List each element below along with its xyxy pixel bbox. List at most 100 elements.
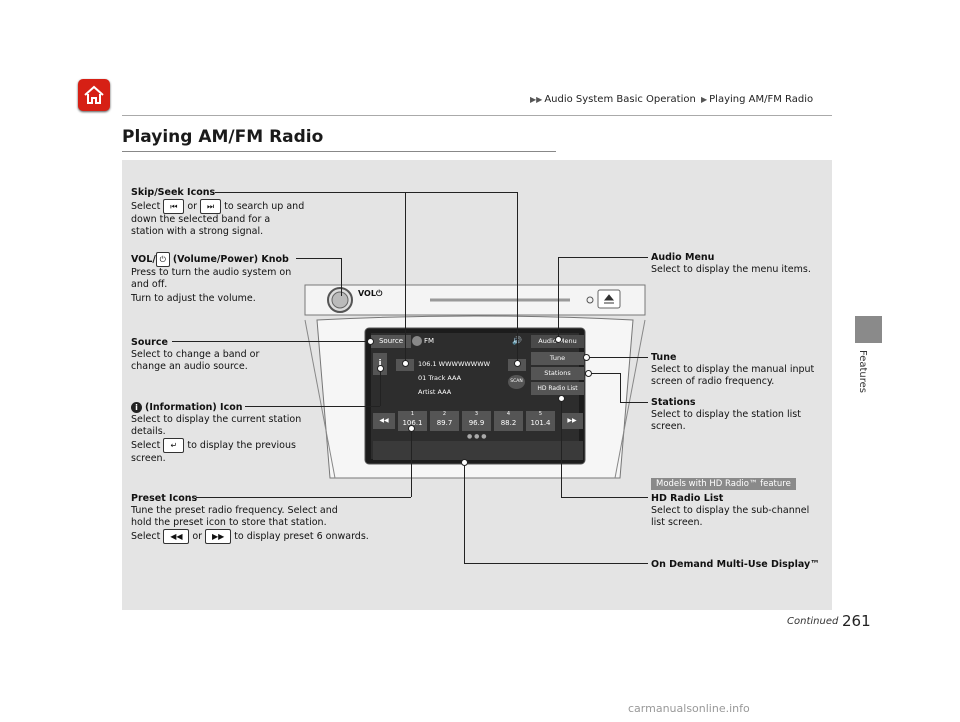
vol-text: Press to turn the audio system on <box>131 267 292 278</box>
skip-back-icon: ⏮ <box>163 199 185 214</box>
hd-radio-list-button[interactable]: HD Radio List <box>531 382 584 395</box>
tune-desc: Tune Select to display the manual input … <box>651 352 831 388</box>
vol-text: and off. <box>131 279 168 290</box>
station-name: 106.1 WWWWWWWW <box>418 360 491 368</box>
watermark: carmanualsonline.info <box>628 702 750 715</box>
leader-line <box>464 462 465 563</box>
breadcrumb: ▶▶Audio System Basic Operation ▶Playing … <box>530 94 814 105</box>
power-icon: ⏻ <box>155 252 170 267</box>
breadcrumb-level1[interactable]: Audio System Basic Operation <box>544 94 696 105</box>
section-tab[interactable] <box>855 316 882 343</box>
preset-frequency: 96.9 <box>468 419 485 427</box>
skip-seek-title: Skip/Seek Icons <box>131 187 216 198</box>
preset-frequency: 101.4 <box>530 419 551 427</box>
skip-seek-text: down the selected band for a <box>131 214 271 225</box>
section-label: Features <box>857 350 868 393</box>
stations-text: Select to display the station list <box>651 409 801 420</box>
info-text: Select <box>131 440 161 451</box>
leader-dot <box>367 338 374 345</box>
leader-line <box>196 497 411 498</box>
preset-button[interactable]: 1 106.1 <box>398 411 427 431</box>
info-text: screen. <box>131 453 166 464</box>
preset-number: 3 <box>474 411 479 417</box>
info-text: to display the previous <box>187 440 296 451</box>
track-name: 01 Track AAA <box>418 374 462 382</box>
leader-line <box>464 563 648 564</box>
preset-number: 2 <box>442 411 447 417</box>
breadcrumb-level2[interactable]: Playing AM/FM Radio <box>709 94 814 105</box>
info-icon-desc: i (Information) Icon Select to display t… <box>131 402 321 465</box>
stations-button[interactable]: Stations <box>531 367 584 380</box>
leader-dot <box>377 365 384 372</box>
leader-line <box>558 257 648 258</box>
preset-title: Preset Icons <box>131 493 198 504</box>
leader-line <box>558 257 559 339</box>
stations-text: screen. <box>651 421 686 432</box>
audio-menu-title: Audio Menu <box>651 252 715 263</box>
preset-text: Select <box>131 531 161 542</box>
preset-text: or <box>192 531 203 542</box>
leader-dot <box>558 395 565 402</box>
source-button[interactable]: Source <box>371 335 411 348</box>
preset-text: Tune the preset radio frequency. Select … <box>131 505 338 516</box>
leader-line <box>620 373 621 402</box>
hd-list-text: list screen. <box>651 517 703 528</box>
home-button[interactable] <box>78 79 110 111</box>
on-demand-display[interactable] <box>373 441 583 460</box>
leader-dot <box>555 336 562 343</box>
vol-title: VOL/ <box>131 254 156 265</box>
header-rule <box>122 115 832 116</box>
leader-line <box>172 341 370 342</box>
preset-button[interactable]: 5 101.4 <box>526 411 555 431</box>
volume-icon: 🔊 <box>512 336 522 345</box>
leader-line <box>586 357 648 358</box>
leader-line <box>296 258 341 259</box>
stations-title: Stations <box>651 397 696 408</box>
on-demand-title: On Demand Multi-Use Display™ <box>651 559 820 570</box>
tune-text: Select to display the manual input <box>651 364 815 375</box>
leader-dot <box>514 360 521 367</box>
audio-menu-text: Select to display the menu items. <box>651 264 811 275</box>
source-text: Select to change a band or <box>131 349 260 360</box>
preset-number: 1 <box>410 411 415 417</box>
leader-line <box>215 192 517 193</box>
leader-line <box>341 258 342 296</box>
info-icon: i <box>131 402 142 413</box>
vol-knob-label: VOL⏻ <box>358 289 383 298</box>
stations-desc: Stations Select to display the station l… <box>651 397 831 433</box>
info-title: (Information) Icon <box>145 402 243 413</box>
skip-forward-icon: ⏭ <box>200 199 222 214</box>
band-label: FM <box>424 337 435 345</box>
on-demand-desc: On Demand Multi-Use Display™ <box>651 559 831 571</box>
artist-name: Artist AAA <box>418 388 452 396</box>
skip-seek-text: station with a strong signal. <box>131 226 264 237</box>
skip-seek-text: or <box>187 201 198 212</box>
page-number: 261 <box>842 612 871 630</box>
hd-models-tag: Models with HD Radio™ feature <box>651 478 796 490</box>
hd-list-title: HD Radio List <box>651 493 724 504</box>
leader-line <box>588 373 620 374</box>
leader-dot <box>461 459 468 466</box>
preset-text: hold the preset icon to store that stati… <box>131 517 327 528</box>
preset-number: 5 <box>538 411 543 417</box>
scan-button[interactable]: SCAN <box>508 375 525 389</box>
preset-frequency: 88.2 <box>500 419 517 427</box>
source-title: Source <box>131 337 168 348</box>
leader-line <box>405 192 406 362</box>
preset-text: to display preset 6 onwards. <box>234 531 369 542</box>
hd-list-text: Select to display the sub-channel <box>651 505 810 516</box>
skip-seek-label: Skip/Seek Icons Select ⏮ or ⏭ to search … <box>131 187 331 238</box>
tune-button[interactable]: Tune <box>531 352 584 365</box>
preset-frequency: 106.1 <box>402 419 423 427</box>
preset-prev-button[interactable]: ◀◀ <box>373 413 395 429</box>
leader-dot <box>583 354 590 361</box>
preset-next-button[interactable]: ▶▶ <box>561 413 583 429</box>
tune-title: Tune <box>651 352 677 363</box>
home-icon <box>84 85 104 104</box>
source-desc: Source Select to change a band or change… <box>131 337 301 373</box>
vol-text: Turn to adjust the volume. <box>131 293 256 304</box>
title-rule <box>122 151 556 152</box>
